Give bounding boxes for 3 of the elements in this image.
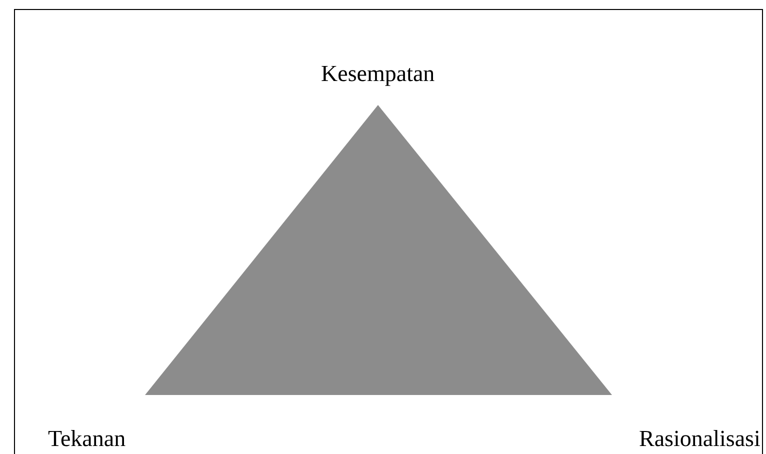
vertex-label: Tekanan xyxy=(48,427,126,450)
vertex-label: Rasionalisasi xyxy=(639,427,760,450)
vertex-label: Kesempatan xyxy=(321,62,435,85)
